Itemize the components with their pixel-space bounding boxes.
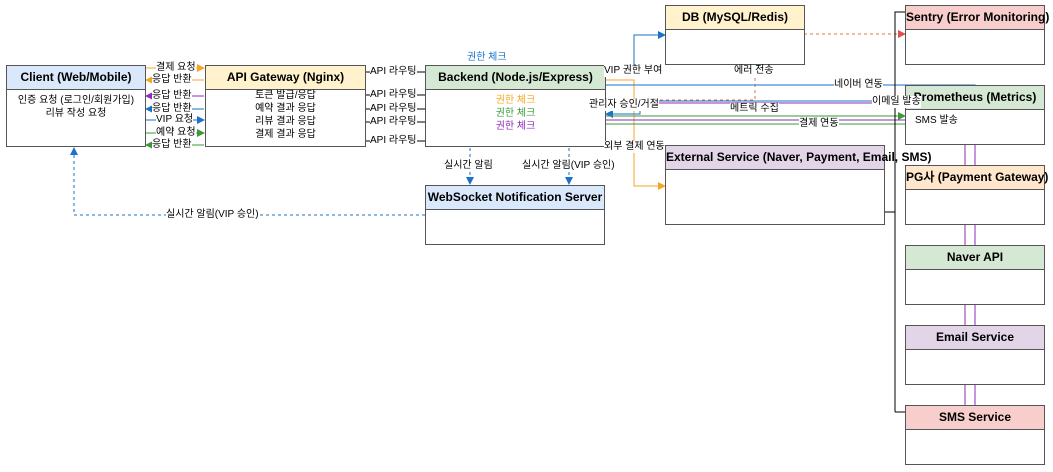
service-bracket: [885, 11, 905, 413]
gateway-title: API Gateway (Nginx): [206, 66, 365, 90]
edge-label-external-payment: 외부 결제 연동: [604, 141, 665, 153]
sentry-title: Sentry (Error Monitoring): [906, 6, 1049, 30]
edge-label-realtime-vip: 실시간 알림(VIP 승인): [522, 160, 615, 172]
backend-check-2: 권한 체크: [495, 108, 536, 119]
edge-label-admin-approve: 관리자 승인/거절: [589, 99, 659, 111]
client-title: Client (Web/Mobile): [7, 66, 145, 90]
edge-label-payment-link: 결제 연동: [799, 118, 839, 130]
edge-backend-external: [606, 79, 666, 190]
db-title: DB (MySQL/Redis): [666, 6, 804, 30]
websocket-title: WebSocket Notification Server: [426, 186, 604, 210]
edge-label-vip-request: VIP 요청: [156, 114, 194, 126]
edge-label-routing-3: API 라우팅: [370, 103, 417, 115]
email-title: Email Service: [906, 326, 1044, 350]
edge-label-ws-client: 실시간 알림(VIP 승인): [166, 209, 259, 221]
backend-title: Backend (Node.js/Express): [426, 66, 605, 90]
email-node[interactable]: Email Service: [905, 325, 1045, 385]
edge-label-naver-link: 네이버 연동: [834, 79, 883, 91]
edge-label-error-send: 에러 전송: [734, 65, 774, 77]
edge-label-response-4: 응답 반환: [152, 139, 192, 151]
websocket-node[interactable]: WebSocket Notification Server: [425, 185, 605, 245]
client-body: 인증 요청 (로그인/회원가입) 리뷰 작성 요청: [7, 94, 145, 120]
sentry-node[interactable]: Sentry (Error Monitoring): [905, 5, 1049, 65]
gateway-node[interactable]: API Gateway (Nginx) 토큰 발급/응답 예약 결과 응답 리뷰…: [205, 65, 366, 147]
edge-websocket-client: [70, 147, 425, 216]
client-node[interactable]: Client (Web/Mobile) 인증 요청 (로그인/회원가입) 리뷰 …: [6, 65, 146, 147]
backend-node[interactable]: Backend (Node.js/Express) 권한 체크 권한 체크 권한…: [425, 65, 606, 147]
edge-label-reserve-request: 예약 요청: [156, 127, 196, 139]
edge-label-realtime: 실시간 알림: [444, 160, 493, 172]
edge-label-routing-2: API 라우팅: [370, 89, 417, 101]
edge-label-routing-1: API 라우팅: [370, 66, 417, 78]
naver-title: Naver API: [906, 246, 1044, 270]
backend-top-label: 권한 체크: [467, 52, 507, 63]
gateway-line-4: 결제 결과 응답: [255, 129, 316, 140]
client-line-1: 인증 요청 (로그인/회원가입): [17, 95, 135, 106]
edge-label-response-1: 응답 반환: [152, 74, 192, 86]
edge-label-vip-grant: VIP 권한 부여: [604, 65, 663, 77]
backend-check-1: 권한 체크: [495, 95, 536, 106]
backend-check-3: 권한 체크: [495, 121, 536, 132]
edge-label-sms-send: SMS 발송: [915, 115, 958, 127]
backend-body: 권한 체크 권한 체크 권한 체크: [426, 94, 605, 133]
client-line-2: 리뷰 작성 요청: [45, 108, 107, 119]
gateway-line-2: 예약 결과 응답: [255, 103, 316, 114]
external-title: External Service (Naver, Payment, Email,…: [666, 146, 931, 170]
external-node[interactable]: External Service (Naver, Payment, Email,…: [665, 145, 931, 225]
prometheus-title: Prometheus (Metrics): [906, 86, 1044, 110]
gateway-line-1: 토큰 발급/응답: [255, 90, 316, 101]
edge-label-metrics: 메트릭 수집: [730, 103, 779, 115]
gateway-body: 토큰 발급/응답 예약 결과 응답 리뷰 결과 응답 결제 결과 응답: [206, 89, 365, 141]
pg-title: PG사 (Payment Gateway): [906, 166, 1048, 190]
sms-title: SMS Service: [906, 406, 1044, 430]
naver-node[interactable]: Naver API: [905, 245, 1045, 305]
edge-label-email-send: 이메일 발송: [872, 96, 921, 108]
sms-node[interactable]: SMS Service: [905, 405, 1045, 465]
edge-label-pay-request: 결제 요청: [156, 62, 196, 74]
edge-label-response-3: 응답 반환: [152, 103, 192, 115]
edge-label-routing-5: API 라우팅: [370, 135, 417, 147]
edge-label-routing-4: API 라우팅: [370, 116, 417, 128]
gateway-line-3: 리뷰 결과 응답: [255, 116, 316, 127]
pg-node[interactable]: PG사 (Payment Gateway): [905, 165, 1048, 225]
db-node[interactable]: DB (MySQL/Redis): [665, 5, 805, 65]
edge-label-response-2: 응답 반환: [152, 90, 192, 102]
